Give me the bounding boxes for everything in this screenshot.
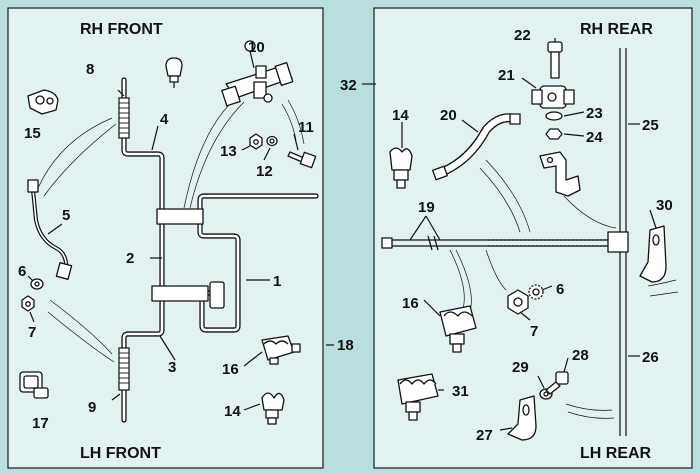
callout-rear-28: 28 — [572, 347, 589, 364]
callout-front-6: 6 — [18, 263, 26, 280]
rear-horizontal-pipe — [381, 235, 608, 251]
callout-rear-27: 27 — [476, 427, 493, 444]
rear-vertical-pipes — [619, 48, 627, 436]
top-clip — [165, 57, 183, 88]
rear-tee-piece — [607, 231, 629, 253]
callout-front-14: 14 — [224, 403, 241, 420]
three-way-union — [531, 85, 575, 109]
nut-24 — [545, 128, 563, 140]
pressure-valve — [221, 40, 294, 107]
callout-front-15: 15 — [24, 125, 41, 142]
callout-rear-30: 30 — [656, 197, 673, 214]
washer-23 — [545, 111, 563, 121]
callout-front-17: 17 — [32, 415, 49, 432]
callout-rear-32: 32 — [340, 77, 357, 94]
callout-rear-25: 25 — [642, 117, 659, 134]
callout-front-1: 1 — [273, 273, 281, 290]
callout-front-10: 10 — [248, 39, 265, 56]
front-assembly — [19, 40, 334, 425]
callout-front-7: 7 — [28, 324, 36, 341]
rear-assembly — [362, 38, 679, 441]
bundy-pipe — [27, 179, 73, 280]
callout-front-3: 3 — [168, 359, 176, 376]
callout-rear-23: 23 — [586, 105, 603, 122]
clip-17 — [19, 371, 49, 399]
callout-rear-20: 20 — [440, 107, 457, 124]
rear-flexible-hose — [432, 113, 521, 181]
clip-14-rear — [389, 147, 413, 189]
callout-rear-31: 31 — [452, 383, 469, 400]
callout-front-18: 18 — [337, 337, 354, 354]
clip-31 — [397, 373, 439, 421]
rh-front-heading: RH FRONT — [80, 21, 163, 38]
callout-front-16: 16 — [222, 361, 239, 378]
callout-rear-21: 21 — [498, 67, 515, 84]
callout-front-2: 2 — [126, 250, 134, 267]
callout-front-5: 5 — [62, 207, 70, 224]
rh-rear-heading: RH REAR — [580, 21, 653, 38]
bracket-27 — [507, 395, 537, 441]
callout-front-13: 13 — [220, 143, 237, 160]
bolt-11 — [287, 151, 317, 169]
lower-junction-union — [209, 281, 225, 309]
front-callouts: 1 2 3 4 5 6 7 8 9 10 11 12 13 14 15 16 1… — [18, 39, 354, 432]
callout-front-8: 8 — [86, 61, 94, 78]
callout-rear-26: 26 — [642, 349, 659, 366]
callout-rear-19: 19 — [418, 199, 435, 216]
upper-junction-block — [156, 208, 204, 225]
callout-rear-24: 24 — [586, 129, 603, 146]
callout-rear-7: 7 — [530, 323, 538, 340]
bracket-30 — [639, 225, 667, 283]
clip-16-rear — [439, 305, 477, 353]
rear-upper-bracket — [539, 151, 581, 197]
clip-15 — [27, 89, 59, 115]
callout-rear-14: 14 — [392, 107, 409, 124]
lh-rear-heading: LH REAR — [580, 445, 652, 462]
callout-front-4: 4 — [160, 111, 169, 128]
rh-front-hose — [118, 97, 130, 139]
callout-rear-29: 29 — [512, 359, 529, 376]
callout-front-9: 9 — [88, 399, 96, 416]
callout-rear-22: 22 — [514, 27, 531, 44]
clip-14-front — [261, 392, 285, 425]
rear-callouts: 6 7 14 16 19 20 21 22 23 24 25 26 27 28 … — [340, 27, 673, 444]
lh-front-heading: LH FRONT — [80, 445, 161, 462]
callout-front-11: 11 — [298, 119, 314, 136]
callout-rear-16: 16 — [402, 295, 419, 312]
callout-front-12: 12 — [256, 163, 273, 180]
lower-junction-block — [151, 285, 209, 302]
clip-16-front — [261, 335, 301, 365]
lh-front-hose — [118, 347, 130, 391]
callout-rear-6: 6 — [556, 281, 564, 298]
bolt-28 — [545, 371, 569, 395]
